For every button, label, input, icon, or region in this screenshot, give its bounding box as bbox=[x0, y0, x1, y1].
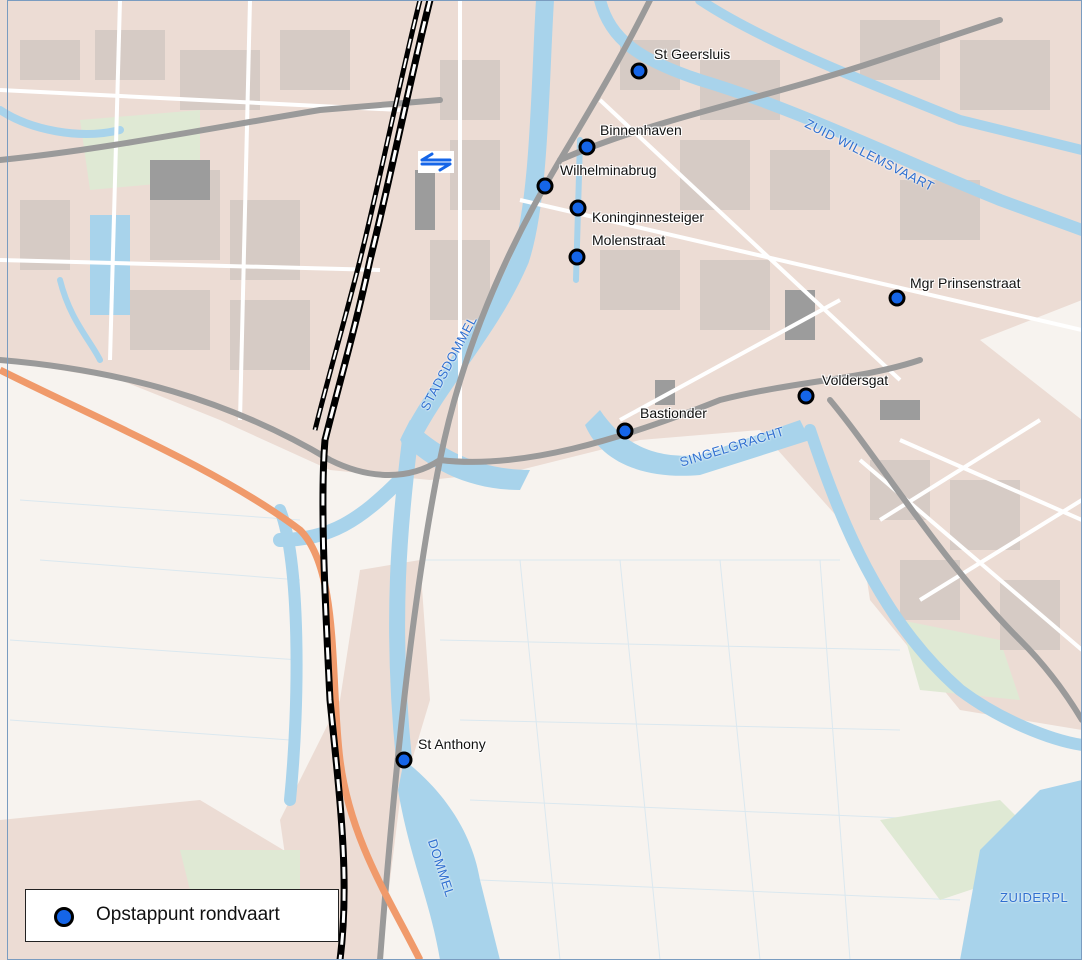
stop-label-molenstraat: Molenstraat bbox=[592, 232, 666, 248]
stop-marker-st-geersluis[interactable] bbox=[630, 62, 648, 80]
stop-label-wilhelminabrug: Wilhelminabrug bbox=[560, 162, 657, 178]
legend-stop-symbol-icon bbox=[54, 907, 74, 927]
stop-label-st-geersluis: St Geersluis bbox=[654, 46, 731, 62]
boarding-points bbox=[395, 62, 906, 769]
stop-label-koninginnesteiger: Koninginnesteiger bbox=[592, 209, 705, 225]
stop-label-bastionder: Bastionder bbox=[640, 405, 707, 421]
train-station-icon[interactable] bbox=[418, 151, 454, 173]
roads bbox=[0, 0, 1082, 652]
map-legend: Opstappunt rondvaart bbox=[25, 889, 339, 942]
water-label-zuiderpl: ZUIDERPL bbox=[1000, 890, 1069, 905]
stop-marker-mgr-prinsenstraat[interactable] bbox=[888, 289, 906, 307]
stop-label-st-anthony: St Anthony bbox=[418, 736, 486, 752]
stop-label-mgr-prinsenstraat: Mgr Prinsenstraat bbox=[910, 275, 1021, 291]
stop-marker-wilhelminabrug[interactable] bbox=[536, 177, 554, 195]
stop-marker-bastionder[interactable] bbox=[616, 422, 634, 440]
railway bbox=[312, 0, 434, 960]
legend-label: Opstappunt rondvaart bbox=[96, 904, 280, 925]
stop-marker-koninginnesteiger[interactable] bbox=[569, 199, 587, 217]
stop-marker-voldersgat[interactable] bbox=[797, 387, 815, 405]
stop-marker-molenstraat[interactable] bbox=[568, 248, 586, 266]
stop-marker-binnenhaven[interactable] bbox=[578, 138, 596, 156]
stop-label-voldersgat: Voldersgat bbox=[822, 372, 889, 388]
stop-marker-st-anthony[interactable] bbox=[395, 751, 413, 769]
stop-label-binnenhaven: Binnenhaven bbox=[600, 122, 682, 138]
polder-fields bbox=[9, 499, 961, 960]
